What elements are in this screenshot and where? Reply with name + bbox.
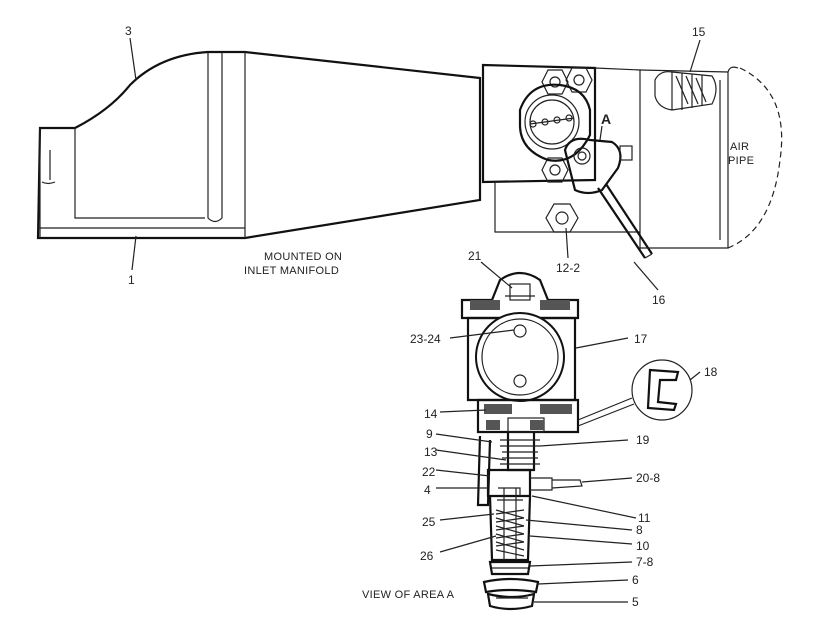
- detail-18: [577, 359, 693, 427]
- label-4: 4: [424, 483, 431, 497]
- label-20-8: 20-8: [636, 471, 660, 485]
- label-6: 6: [632, 573, 639, 587]
- label-21: 21: [468, 249, 482, 263]
- note-mounted-line1: MOUNTED ON: [264, 251, 342, 263]
- note-air-line2: PIPE: [728, 155, 754, 167]
- label-22: 22: [422, 465, 436, 479]
- label-8: 8: [636, 523, 643, 537]
- shutoff-lever: [563, 137, 653, 259]
- end-cap-assembly: [482, 560, 540, 611]
- valve-base-section: [476, 398, 580, 434]
- label-23-24: 23-24: [410, 332, 441, 346]
- label-1: 1: [128, 273, 135, 287]
- label-7-8: 7-8: [636, 555, 654, 569]
- valve-stem-assembly: [476, 432, 583, 562]
- note-mounted-line2: INLET MANIFOLD: [244, 265, 339, 277]
- label-26: 26: [420, 549, 434, 563]
- label-5: 5: [632, 595, 639, 609]
- label-10: 10: [636, 539, 650, 553]
- label-13: 13: [424, 445, 438, 459]
- leader-lines: [129, 37, 701, 603]
- label-19: 19: [636, 433, 650, 447]
- callout-a: A: [601, 111, 611, 127]
- inlet-manifold: [36, 50, 482, 240]
- label-18: 18: [704, 365, 718, 379]
- valve-body-top: [460, 271, 580, 320]
- label-25: 25: [422, 515, 436, 529]
- label-3: 3: [125, 24, 132, 38]
- note-air-line1: AIR: [730, 141, 749, 153]
- label-15: 15: [692, 25, 706, 39]
- valve-housing: [518, 83, 592, 162]
- bolt-12-2: [545, 203, 579, 233]
- label-12-2: 12-2: [556, 261, 580, 275]
- label-9: 9: [426, 427, 433, 441]
- flange-bolts: [541, 67, 593, 183]
- air-pipe: [639, 66, 783, 249]
- label-16: 16: [652, 293, 666, 307]
- label-17: 17: [634, 332, 648, 346]
- valve-body-main: [466, 312, 577, 402]
- label-14: 14: [424, 407, 438, 421]
- hose-15: [654, 71, 717, 111]
- label-11: 11: [638, 511, 651, 525]
- note-view-area-a: VIEW OF AREA A: [362, 589, 455, 601]
